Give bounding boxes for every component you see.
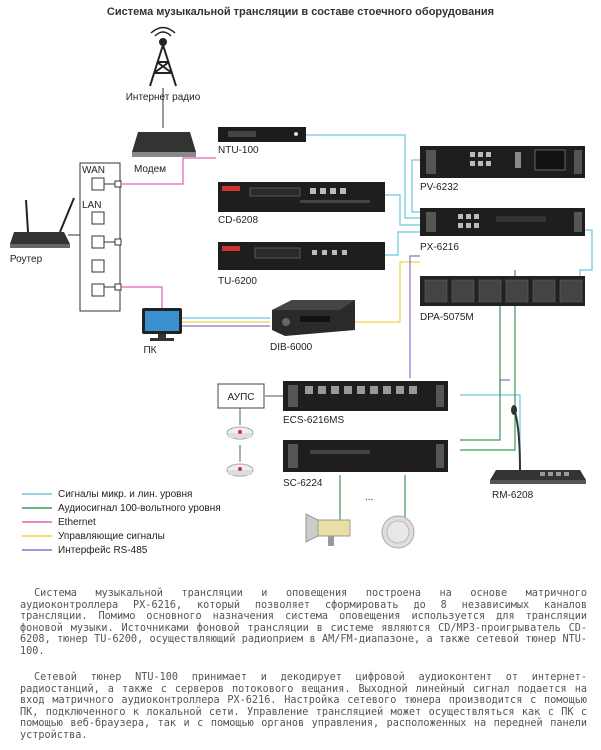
horn-speaker-icon (305, 513, 351, 546)
dpa5075m-device (420, 276, 585, 306)
tu6200-device (218, 242, 385, 270)
paragraph-2-text: Сетевой тюнер NTU-100 принимает и декоди… (20, 672, 587, 741)
pc-label: ПК (143, 345, 156, 356)
pv6232-label: PV-6232 (420, 182, 459, 193)
port-cable-stubs (104, 180, 122, 291)
line-cyan-tu-px (385, 231, 420, 256)
router-icon (10, 197, 75, 248)
rm6208-label: RM-6208 (492, 490, 534, 501)
description-paragraph-1: Система музыкальной трансляции и оповеще… (20, 588, 587, 658)
ntu100-device (218, 127, 306, 142)
wan-port (91, 177, 105, 191)
ecs6216ms-device (283, 381, 448, 411)
line-ethernet-modem-ntu (122, 157, 216, 185)
lan-port-1 (91, 211, 105, 225)
dib6000-device (272, 300, 355, 336)
tu6200-label: TU-6200 (218, 276, 257, 287)
legend-label-4: Интерфейс RS-485 (58, 544, 148, 556)
aups-box (217, 383, 265, 409)
modem-icon (132, 132, 196, 157)
line-purple-ecs-px (409, 255, 420, 378)
modem-label: Модем (134, 164, 166, 175)
line-cyan-ntu-px (305, 134, 420, 219)
page-title: Система музыкальной трансляции в составе… (106, 6, 495, 18)
legend-label-1: Аудиосигнал 100-вольтного уровня (58, 503, 221, 514)
more-devices-dots: ... (365, 492, 373, 503)
aups-label: АУПС (228, 392, 255, 403)
line-green-dpa-sc (460, 305, 501, 441)
ceiling-speaker-icon (381, 515, 415, 549)
system-diagram: Интернет радио Модем WAN LAN Роутер ПК (10, 26, 593, 556)
cd6208-label: CD-6208 (218, 215, 258, 226)
cd6208-device (218, 182, 385, 212)
lan-label: LAN (82, 200, 101, 211)
smoke-detector-icon (226, 426, 254, 440)
sc6224-label: SC-6224 (283, 478, 323, 489)
dpa5075m-label: DPA-5075M (420, 312, 474, 323)
lan-port-4 (91, 283, 105, 297)
internet-radio-label: Интернет радио (126, 92, 201, 103)
line-cyan-pv-px (411, 159, 420, 213)
legend-label-0: Сигналы микр. и лин. уровня (58, 489, 192, 500)
smoke-detector-icon (226, 463, 254, 477)
ntu100-label: NTU-100 (218, 145, 259, 156)
dib6000-label: DIB-6000 (270, 342, 313, 353)
description-paragraph-2: Сетевой тюнер NTU-100 принимает и декоди… (20, 672, 587, 742)
paragraph-1-text: Система музыкальной трансляции и оповеще… (20, 588, 587, 657)
legend-label-2: Ethernet (58, 517, 96, 528)
line-cyan-ecs-rm (460, 394, 521, 456)
px6216-device (420, 208, 585, 236)
line-cyan-px-dpa (579, 229, 593, 282)
wan-label: WAN (82, 165, 105, 176)
router-label: Роутер (10, 254, 43, 265)
legend: Сигналы микр. и лин. уровня Аудиосигнал … (22, 489, 221, 556)
pv6232-device (420, 146, 585, 178)
rm6208-microphone-icon (490, 405, 586, 484)
line-cyan-cd-px (385, 194, 420, 226)
sc6224-device (283, 440, 448, 472)
lan-port-2 (91, 235, 105, 249)
lan-port-3 (91, 259, 105, 273)
line-ethernet-router-pc (122, 286, 163, 308)
ecs6216ms-label: ECS-6216MS (283, 415, 344, 426)
pc-icon (142, 308, 182, 341)
router-ports (91, 177, 105, 297)
connection-lines (68, 88, 593, 530)
legend-label-3: Управляющие сигналы (58, 531, 165, 542)
line-purple-dpa-rm (499, 379, 510, 395)
px6216-label: PX-6216 (420, 242, 459, 253)
line-green-px-sc (460, 270, 516, 451)
radio-antenna-icon (149, 26, 177, 87)
